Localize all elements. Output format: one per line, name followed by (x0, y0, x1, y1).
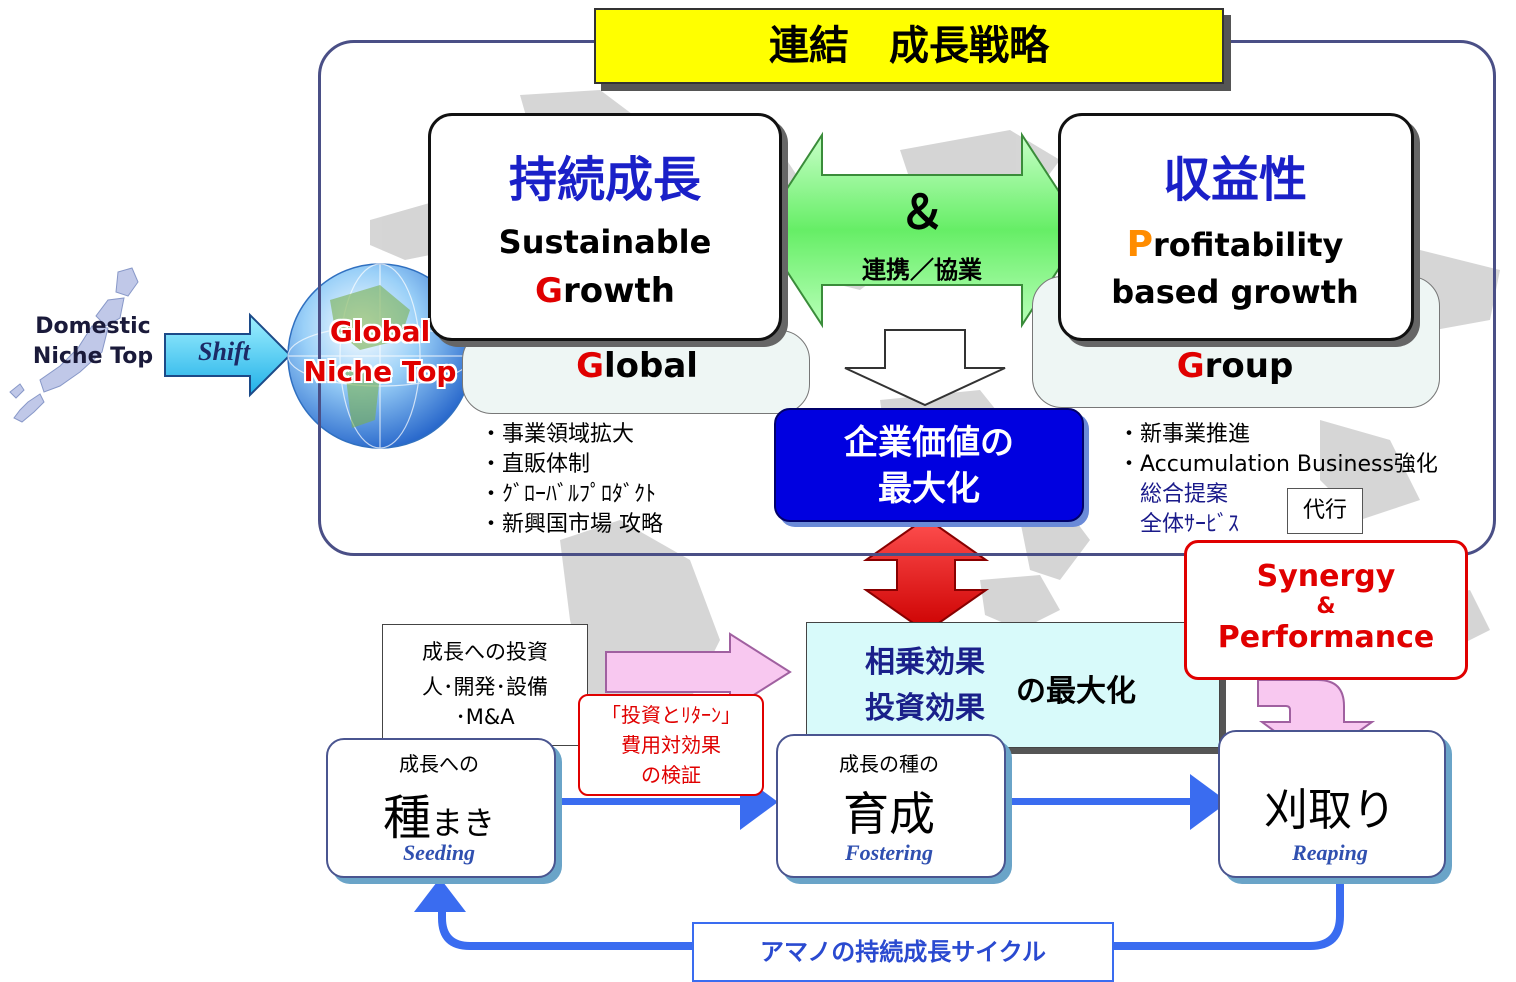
return-verification-box: 「投資とﾘﾀｰﾝ」 費用対効果 の検証 (578, 694, 764, 796)
growth-rest: rowth (562, 271, 675, 311)
global-bullets: ・事業領域拡大 ・直販体制 ・ｸﾞﾛｰﾊﾞﾙﾌﾟﾛﾀﾞｸﾄ ・新興国市場 攻略 (480, 420, 740, 540)
corporate-value-line2: 最大化 (878, 469, 980, 509)
investment-line3: ･M&A (455, 705, 515, 729)
group-rest: roup (1204, 346, 1294, 386)
sustainable-growth-box (428, 113, 782, 341)
cycle-arrows (414, 774, 1344, 950)
badge-line3: Performance (1217, 620, 1435, 655)
global-bullet: ・新興国市場 攻略 (480, 512, 663, 537)
synergy-line1: 相乗効果 (865, 645, 985, 680)
profitability-en-1: Profitability (1060, 224, 1410, 266)
corporate-value-box: 企業価値の 最大化 (774, 408, 1084, 522)
group-bullets: ・新事業推進 ・Accumulation Business強化 (1118, 420, 1478, 480)
shift-label: Shift (197, 337, 251, 366)
investment-arrow (605, 632, 792, 712)
domestic-niche-top: Domestic Niche Top (18, 312, 168, 372)
seeding-big-rest: まき (431, 804, 496, 842)
global-niche-top: Global Niche Top (290, 312, 470, 392)
ampersand: ＆ (899, 185, 945, 239)
investment-line2: 人･開発･設備 (422, 675, 548, 699)
group-tab-label: Group (1036, 346, 1434, 386)
corporate-value-line1: 企業価値の (844, 423, 1014, 463)
profitability-jp: 収益性 (1162, 152, 1307, 208)
synergy-effects: 相乗効果 投資効果 (840, 640, 1010, 732)
domestic-line2: Niche Top (32, 344, 154, 369)
down-arrow (844, 329, 1006, 407)
sustainable-growth-jp: 持続成長 (508, 152, 701, 208)
profitability-en-2: based growth (1111, 273, 1359, 311)
global-niche-line2: Niche Top (303, 355, 457, 388)
group-sub-items: 総合提案 全体ｻｰﾋﾞｽ (1140, 480, 1300, 540)
seeding-big: 種まき (326, 778, 552, 848)
group-initial: G (1176, 346, 1205, 386)
page-title: 連結 成長戦略 (594, 8, 1224, 84)
profitability-box (1058, 113, 1414, 341)
global-rest: lobal (603, 346, 698, 386)
seeding-box (326, 738, 556, 878)
global-bullet: ・直販体制 (480, 452, 591, 477)
fostering-en: Fostering (844, 840, 934, 865)
fostering-big: 育成 (843, 787, 935, 841)
group-bullet: ・新事業推進 (1118, 422, 1251, 447)
return-line1: 「投資とﾘﾀｰﾝ」 (601, 703, 741, 727)
fostering-small: 成長の種の (839, 752, 939, 776)
global-bullet: ・ｸﾞﾛｰﾊﾞﾙﾌﾟﾛﾀﾞｸﾄ (480, 482, 657, 507)
return-line2: 費用対効果 (621, 733, 721, 757)
sustainable-growth-en-2: Growth (430, 270, 780, 312)
cycle-label: アマノの持続成長サイクル (692, 922, 1114, 982)
synergy-suffix: の最大化 (1016, 674, 1136, 709)
badge-line1: Synergy (1256, 559, 1396, 594)
synergy-maximization-box (806, 622, 1220, 748)
global-tab-label: Global (470, 346, 804, 386)
group-bullet: ・Accumulation Business強化 (1118, 452, 1438, 477)
global-bullet: ・事業領域拡大 (480, 422, 635, 447)
fostering-box (776, 734, 1006, 878)
global-tab (462, 330, 810, 414)
domestic-line1: Domestic (35, 314, 151, 339)
reaping-en: Reaping (1292, 840, 1368, 865)
growth-initial: G (535, 271, 563, 311)
proxy-box: 代行 (1287, 488, 1363, 534)
group-sub-item: 全体ｻｰﾋﾞｽ (1140, 512, 1240, 537)
global-niche-line1: Global (329, 315, 431, 348)
seeding-small: 成長への (399, 752, 479, 776)
seeding-en: Seeding (402, 840, 476, 865)
collab-label: 連携／協業 (862, 256, 982, 284)
reaping-box (1218, 730, 1446, 878)
profitability-initial: P (1126, 224, 1154, 265)
profitability-rest: rofitability (1153, 226, 1344, 264)
investment-box: 成長への投資 人･開発･設備 ･M&A (382, 624, 588, 746)
shift-arrow (164, 312, 292, 398)
sustainable-growth-en-1: Sustainable (498, 223, 712, 261)
synergy-performance-badge: Synergy & Performance (1184, 540, 1468, 680)
global-initial: G (576, 346, 604, 386)
badge-line2: & (1316, 594, 1336, 619)
group-sub-item: 総合提案 (1140, 482, 1229, 507)
return-line3: の検証 (641, 763, 701, 787)
reaping-big: 刈取り (1264, 785, 1396, 836)
seeding-big-char: 種 (382, 790, 431, 846)
investment-line1: 成長への投資 (422, 640, 548, 664)
japan-map-icon (9, 267, 139, 423)
synergy-line2: 投資効果 (865, 691, 985, 726)
